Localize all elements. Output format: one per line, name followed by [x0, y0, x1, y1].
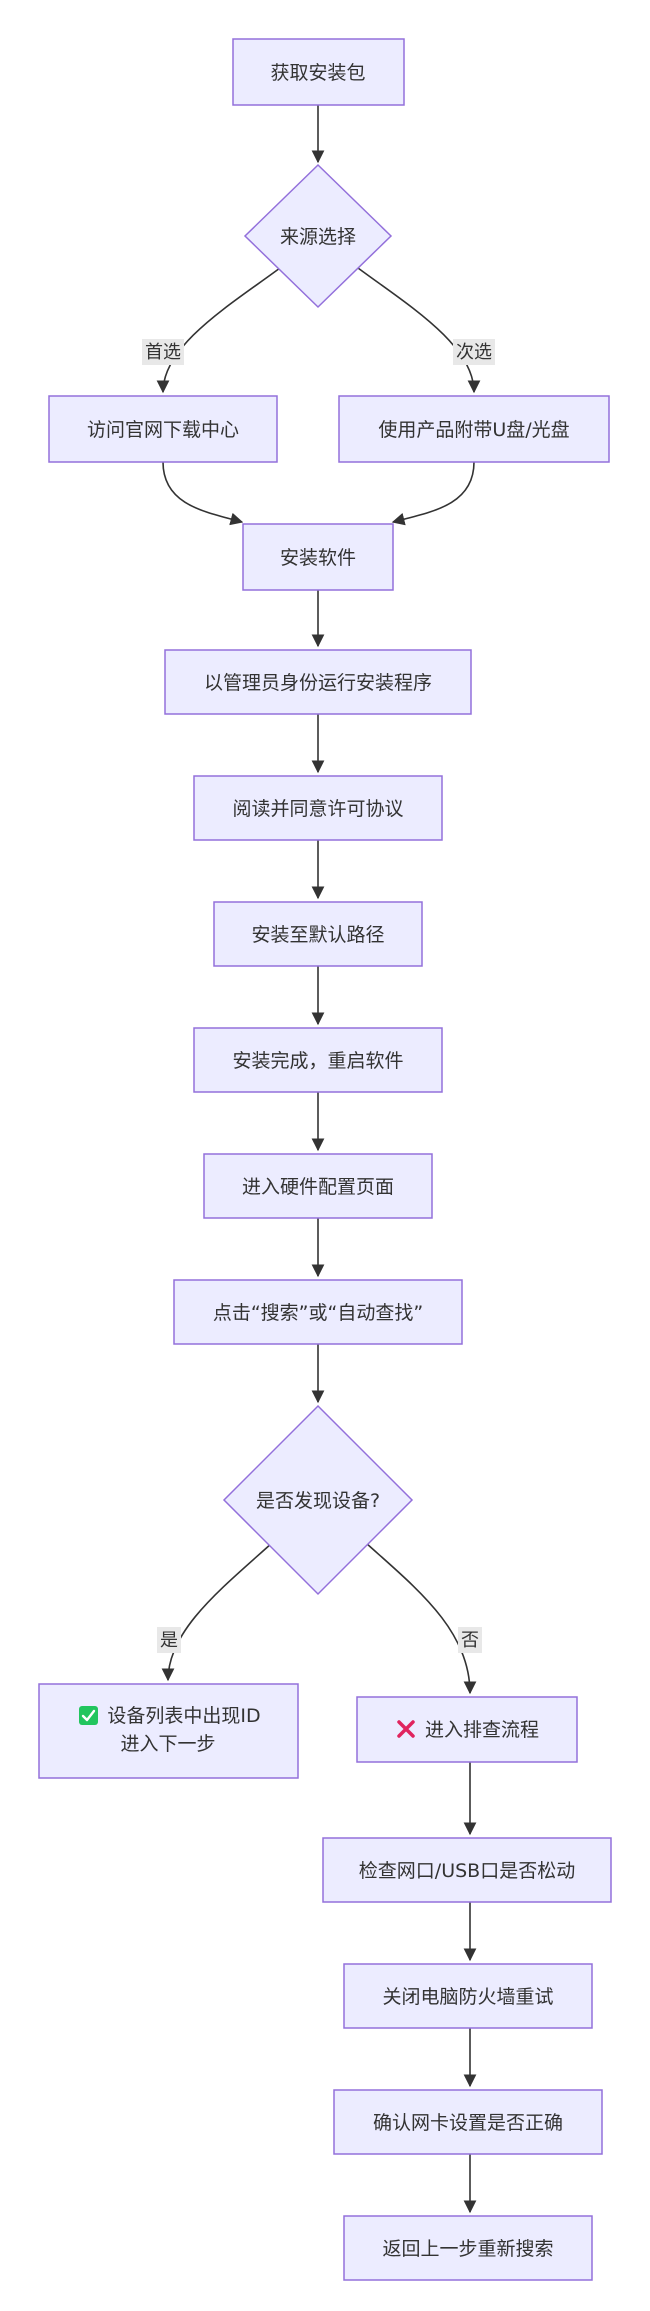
svg-text:来源选择: 来源选择: [280, 226, 356, 248]
svg-text:否: 否: [461, 1630, 479, 1651]
svg-text:获取安装包: 获取安装包: [270, 62, 365, 84]
edge-label-alternative: 次选: [453, 339, 495, 365]
svg-text:是: 是: [160, 1630, 178, 1651]
node-official-site: 访问官网下载中心: [48, 395, 278, 463]
node-usb-disc: 使用产品附带U盘/光盘: [338, 395, 610, 463]
svg-text:阅读并同意许可协议: 阅读并同意许可协议: [232, 798, 403, 820]
svg-text:以管理员身份运行安装程序: 以管理员身份运行安装程序: [204, 672, 432, 694]
node-install-software: 安装软件: [242, 523, 394, 591]
node-check-nic: 确认网卡设置是否正确: [333, 2089, 603, 2155]
edge-found-to-trouble: [365, 1542, 477, 1695]
svg-text:使用产品附带U盘/光盘: 使用产品附带U盘/光盘: [378, 419, 569, 441]
node-troubleshoot: 进入排查流程: [356, 1696, 578, 1763]
svg-text:安装软件: 安装软件: [280, 547, 356, 569]
svg-text:关闭电脑防火墙重试: 关闭电脑防火墙重试: [382, 1986, 553, 2008]
node-get-package: 获取安装包: [232, 38, 405, 106]
node-install-done: 安装完成，重启软件: [193, 1027, 443, 1093]
node-read-agree: 阅读并同意许可协议: [193, 775, 443, 841]
svg-text:安装完成，重启软件: 安装完成，重启软件: [232, 1050, 403, 1072]
svg-text:进入下一步: 进入下一步: [120, 1733, 215, 1755]
svg-text:检查网口/USB口是否松动: 检查网口/USB口是否松动: [359, 1860, 575, 1882]
node-run-as-admin: 以管理员身份运行安装程序: [164, 649, 472, 715]
svg-text:确认网卡设置是否正确: 确认网卡设置是否正确: [373, 2112, 563, 2134]
edge-choice-to-usb: [357, 267, 481, 394]
node-device-listed: 设备列表中出现ID 进入下一步: [38, 1683, 299, 1779]
svg-text:进入排查流程: 进入排查流程: [425, 1719, 539, 1741]
svg-text:次选: 次选: [456, 342, 492, 363]
svg-text:首选: 首选: [145, 342, 181, 363]
node-source-choice: 来源选择: [243, 163, 393, 309]
node-default-path: 安装至默认路径: [213, 901, 423, 967]
svg-text:进入硬件配置页面: 进入硬件配置页面: [242, 1176, 394, 1198]
edge-label-no: 否: [458, 1627, 482, 1653]
nodes: 获取安装包 来源选择 访问官网下载中心 使用产品附带U盘/光盘 安装软件 以管理…: [38, 38, 612, 2281]
svg-text:安装至默认路径: 安装至默认路径: [251, 924, 384, 946]
edge-official-to-install: [162, 461, 244, 526]
check-mark-button-icon: [79, 1706, 98, 1725]
edge-usb-to-install: [391, 461, 475, 526]
node-click-search: 点击“搜索”或“自动查找”: [173, 1279, 463, 1345]
svg-text:设备列表中出现ID: 设备列表中出现ID: [107, 1705, 260, 1727]
edge-labels: 首选 次选 是 否: [142, 339, 495, 1653]
node-device-found: 是否发现设备?: [222, 1404, 414, 1596]
edge-found-to-listed: [161, 1542, 273, 1682]
svg-text:返回上一步重新搜索: 返回上一步重新搜索: [382, 2238, 553, 2260]
svg-text:访问官网下载中心: 访问官网下载中心: [87, 419, 239, 441]
edge-label-yes: 是: [157, 1627, 181, 1653]
node-hw-config: 进入硬件配置页面: [203, 1153, 433, 1219]
svg-text:点击“搜索”或“自动查找”: 点击“搜索”或“自动查找”: [213, 1302, 423, 1324]
edges: [156, 105, 481, 2214]
svg-text:是否发现设备?: 是否发现设备?: [256, 1490, 380, 1512]
cross-mark-icon: [397, 1720, 415, 1738]
edge-choice-to-official: [156, 267, 281, 394]
node-check-port: 检查网口/USB口是否松动: [322, 1837, 612, 1903]
node-retry-search: 返回上一步重新搜索: [343, 2215, 593, 2281]
node-close-firewall: 关闭电脑防火墙重试: [343, 1963, 593, 2029]
edge-label-preferred: 首选: [142, 339, 184, 365]
